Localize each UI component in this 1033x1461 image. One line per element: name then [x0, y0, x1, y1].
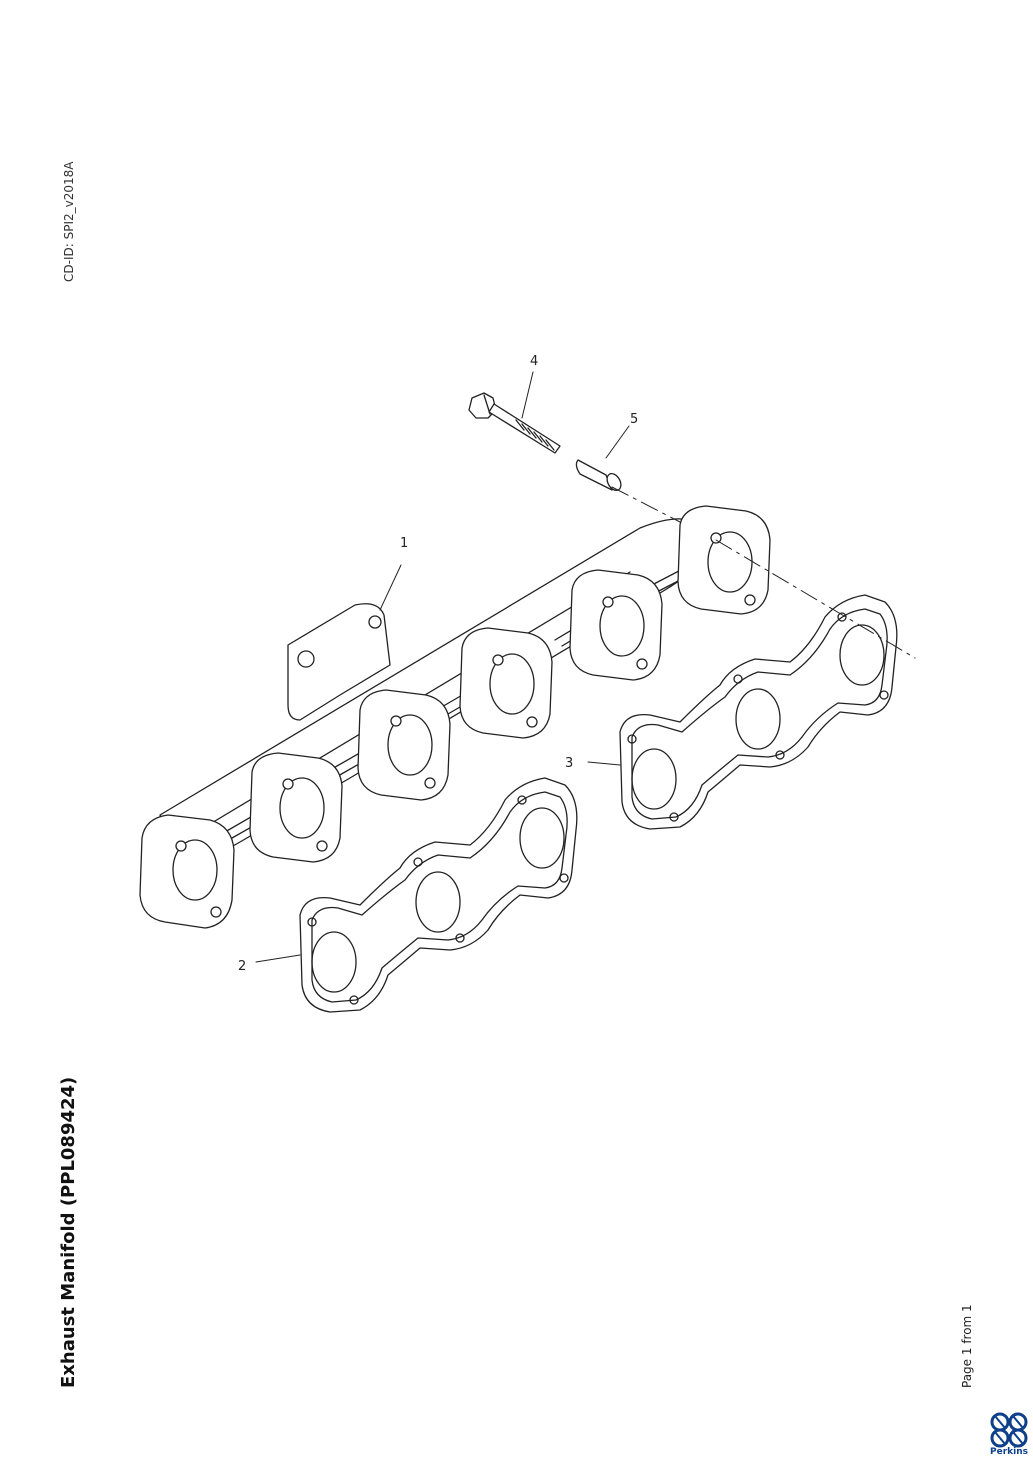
logo-wordmark: Perkins [990, 1447, 1028, 1457]
callout-1: 1 [400, 536, 408, 551]
callout-4: 4 [530, 354, 538, 369]
perkins-logo-icon [990, 1412, 1028, 1448]
manifold-gasket-icon [299, 777, 578, 1013]
spacer-sleeve-icon [575, 459, 622, 492]
assembly-centerline [611, 486, 916, 659]
flange-bolt-icon [468, 392, 561, 454]
exhaust-manifold-icon [139, 505, 771, 929]
callout-5: 5 [630, 412, 638, 427]
callout-leaders [255, 371, 630, 963]
callout-3: 3 [565, 756, 573, 771]
manifold-gasket-icon [619, 594, 898, 830]
callout-2: 2 [238, 959, 246, 974]
